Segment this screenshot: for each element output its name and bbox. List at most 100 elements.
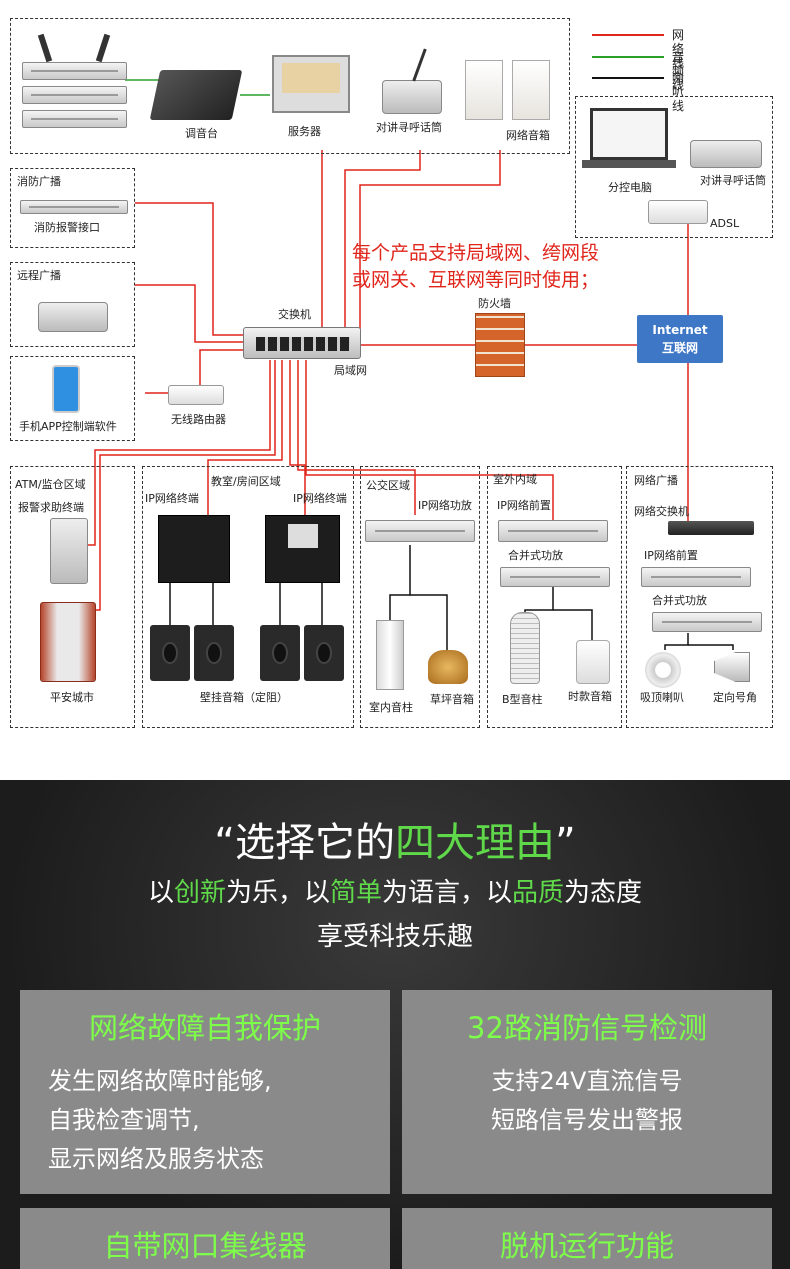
ip-terminal-icon [158,515,230,583]
atm-zone [10,466,135,728]
classroom-title: 教室/房间区域 [211,475,281,488]
sub-highlight: 简单 [329,878,382,908]
internet-cloud: Internet 互联网 [637,315,723,363]
ip-preamp-icon [498,520,608,542]
remote-broadcast-title: 远程广播 [17,269,61,282]
intercom-label: 对讲寻呼话筒 [376,121,442,134]
server-label: 服务器 [288,125,321,138]
outdoor-bcol-label: B型音柱 [502,693,543,706]
promo-headline: “选择它的四大理由” [0,818,790,868]
netbc-switch-label: 网络交换机 [634,505,689,518]
bus-indoor-label: 室内音柱 [369,701,413,714]
net-speaker-icon [465,60,503,120]
feature-title: 自带网口集线器 [103,1229,307,1263]
netbc-horn-label: 定向号角 [713,691,757,704]
app-zone [10,356,135,441]
wall-speaker-icon [194,625,234,681]
switch-label: 交换机 [278,308,311,321]
ceiling-speaker-icon [645,652,681,688]
feature-card: 32路消防信号检测 支持24V直流信号 短路信号发出警报 [402,990,772,1194]
remote-broadcast-zone [10,262,135,347]
classroom-zone [142,466,354,728]
wall-speaker-icon [150,625,190,681]
outdoor-title: 室外内域 [493,473,537,486]
atm-title: ATM/监仓区域 [15,478,86,491]
alarm-terminal-icon [50,518,88,584]
feature-line: 短路信号发出警报 [491,1106,683,1134]
fire-zone [10,168,135,248]
outdoor-zone [487,466,622,728]
switch-icon [243,327,361,359]
wireless-receiver [22,62,127,80]
feature-body: 支持24V直流信号 短路信号发出警报 [402,1062,772,1140]
fire-alarm-interface-icon [20,200,128,214]
intercom-icon [690,140,762,168]
promo-section: “选择它的四大理由” 以创新为乐，以简单为语言，以品质为态度 享受科技乐趣 网络… [0,780,790,1269]
internet-cn-label: 互联网 [661,341,698,355]
column-speaker-icon [376,620,404,690]
sub-part: 为语言，以 [382,878,513,908]
classroom-term2-label: IP网络终端 [293,492,347,505]
sub-highlight: 创新 [173,878,226,908]
adsl-modem-icon [648,200,708,224]
pc-label: 分控电脑 [608,181,652,194]
laptop-icon [590,108,668,160]
promo-subtitle: 以创新为乐，以简单为语言，以品质为态度 [0,876,790,910]
system-diagram: 网络线 音频线 喇叭线 调音台 服务器 对讲寻呼话筒 网络音箱 分控电脑 对讲寻… [10,18,773,728]
firewall-label: 防火墙 [478,297,511,310]
atm-bottom-label: 平安城市 [50,691,94,704]
net-broadcast-zone [626,466,773,728]
red-note-line1: 每个产品支持局域网、绔网段 [352,242,600,264]
classroom-term1-label: IP网络终端 [145,492,199,505]
red-note-line2: 或网关、互联网等同时使用； [352,269,600,291]
sub-part: 以 [147,878,174,908]
feature-card: 网络故障自我保护 发生网络故障时能够, 自我检查调节, 显示网络及服务状态 [20,990,390,1194]
intercom-icon [382,80,442,114]
safe-city-pole-icon [40,602,96,682]
wall-speaker-icon [304,625,344,681]
feature-card: 脱机运行功能 [402,1208,772,1269]
feature-title: 网络故障自我保护 [88,1011,321,1045]
sub-part: 为态度 [564,878,643,908]
feature-title: 32路消防信号检测 [467,1011,707,1045]
outdoor-amp-label: 合并式功放 [508,549,563,562]
mixer-amplifier-icon [500,567,610,587]
bus-lawn-label: 草坪音箱 [430,693,474,706]
fashion-speaker-icon [576,640,610,684]
netbc-pre-label: IP网络前置 [644,549,698,562]
source-zone [10,18,570,154]
netbc-title: 网络广播 [634,474,678,487]
bus-zone [360,466,480,728]
netbc-ceiling-label: 吸顶喇叭 [640,691,684,704]
laptop-base [582,160,676,168]
fire-zone-title: 消防广播 [17,175,61,188]
mixer-amplifier-icon [652,612,762,632]
b-column-speaker-icon [510,612,540,684]
feature-line: 显示网络及服务状态 [48,1145,264,1173]
headline-part-c: ” [555,820,576,866]
classroom-speakers-label: 壁挂音箱（定阻） [200,691,288,704]
mixer-icon [149,70,243,120]
promo-subtitle-2: 享受科技乐趣 [316,922,473,952]
ip-terminal-icon [265,515,340,583]
sub-part: 为乐，以 [225,878,330,908]
feature-title: 脱机运行功能 [499,1229,674,1263]
feature-line: 发生网络故障时能够, [48,1067,272,1095]
firewall-icon [475,313,525,377]
ip-amplifier-icon [365,520,475,542]
netbc-amp-label: 合并式功放 [652,594,707,607]
net-speaker-label: 网络音箱 [506,129,550,142]
rack-device [22,110,127,128]
net-switch-icon [668,521,754,535]
app-label: 手机APP控制端软件 [19,420,117,433]
mixer-label: 调音台 [185,127,218,140]
intercom-icon [38,302,108,332]
lan-label: 局域网 [334,364,367,377]
server-icon [272,55,350,113]
bus-title: 公交区域 [366,479,410,492]
outdoor-fashion-label: 时款音箱 [568,690,612,703]
fire-device-label: 消防报警接口 [34,221,100,234]
lawn-speaker-icon [428,650,468,684]
remote-intercom-label: 对讲寻呼话筒 [700,174,766,187]
feature-line: 自我检查调节, [48,1106,200,1134]
